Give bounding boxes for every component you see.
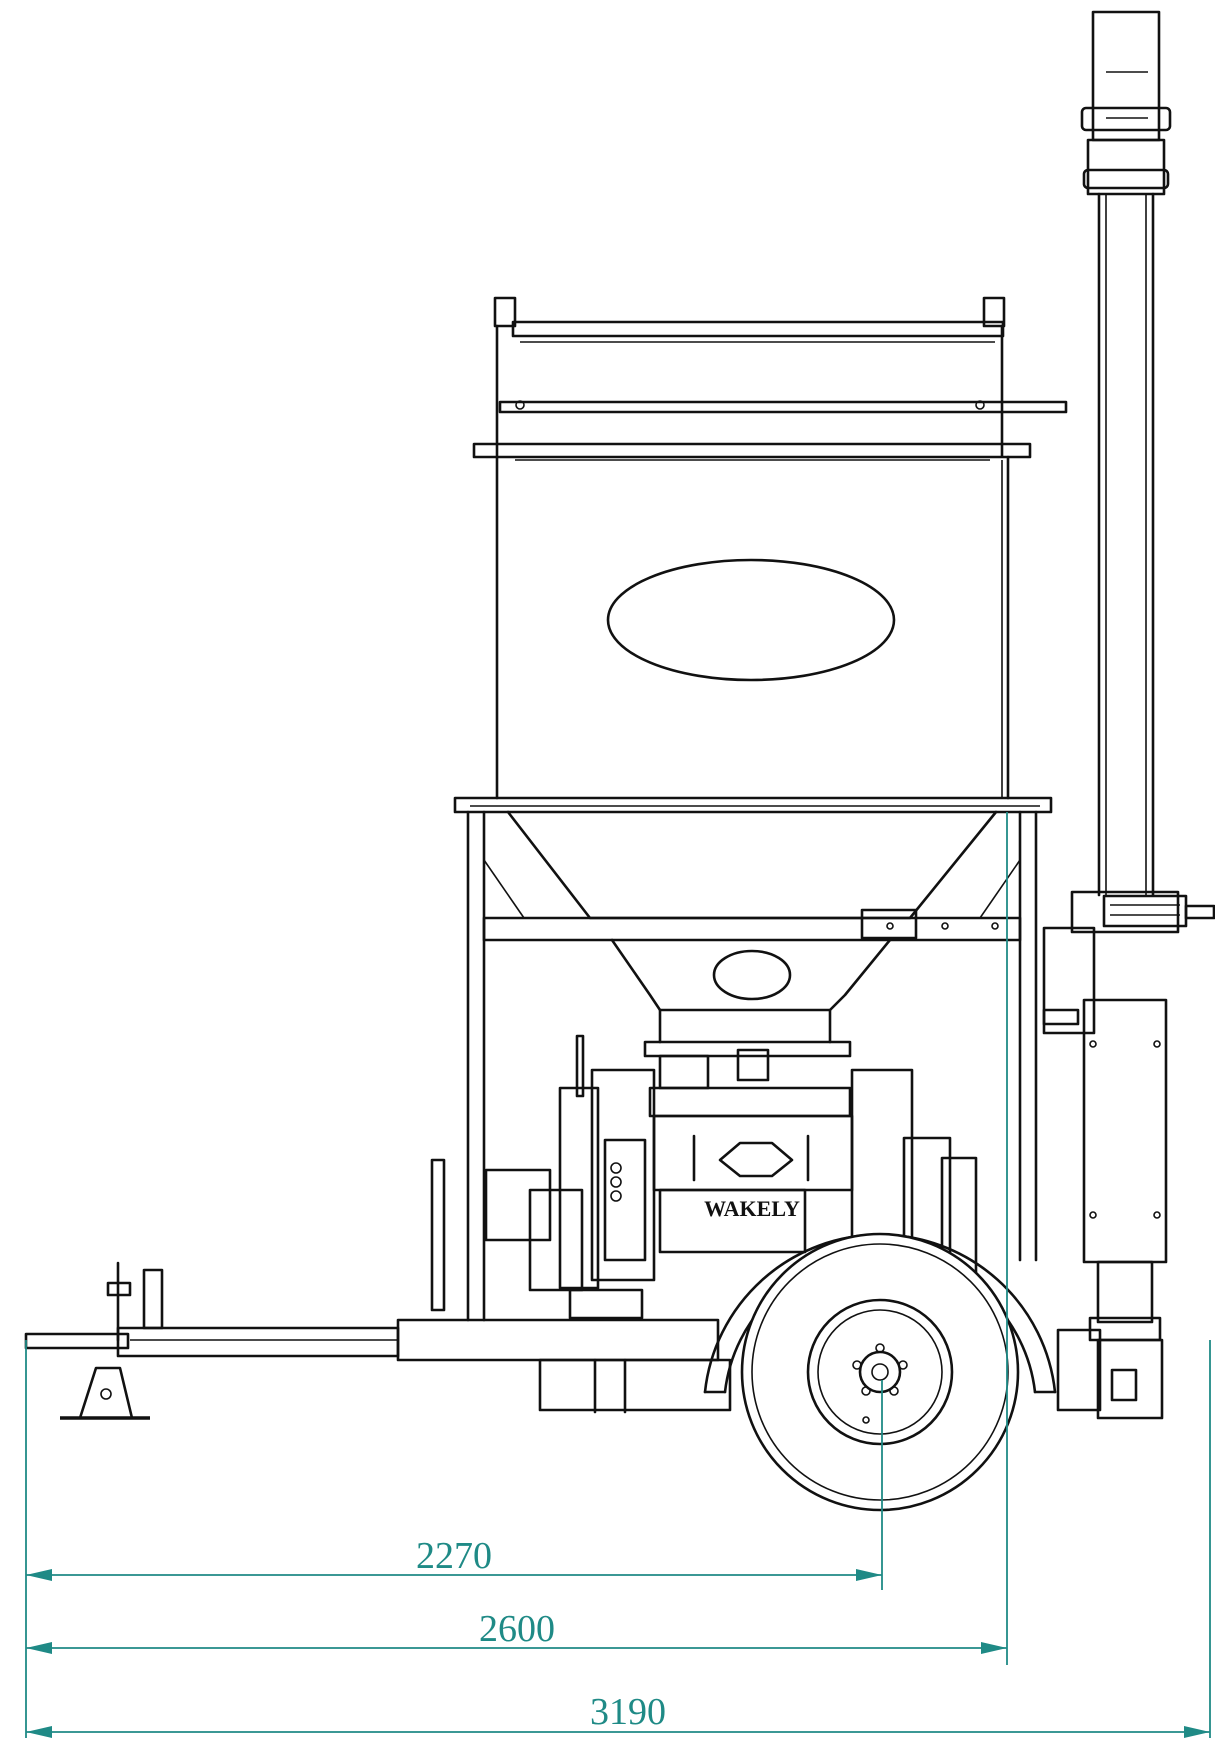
brand-label: WAKELY bbox=[704, 1196, 800, 1221]
dimension-label-2600: 2600 bbox=[479, 1608, 555, 1650]
dimension-label-3190: 3190 bbox=[590, 1691, 666, 1733]
crusher-unit: WAKELY bbox=[430, 1034, 978, 1320]
dimension-label-2270: 2270 bbox=[416, 1535, 492, 1577]
hopper bbox=[453, 296, 1068, 1322]
wheel-assembly bbox=[703, 1232, 1057, 1512]
dimension-lines: 2270 2600 3190 bbox=[25, 812, 1211, 1738]
chassis bbox=[24, 1261, 732, 1420]
elevator-column bbox=[1042, 10, 1215, 1420]
